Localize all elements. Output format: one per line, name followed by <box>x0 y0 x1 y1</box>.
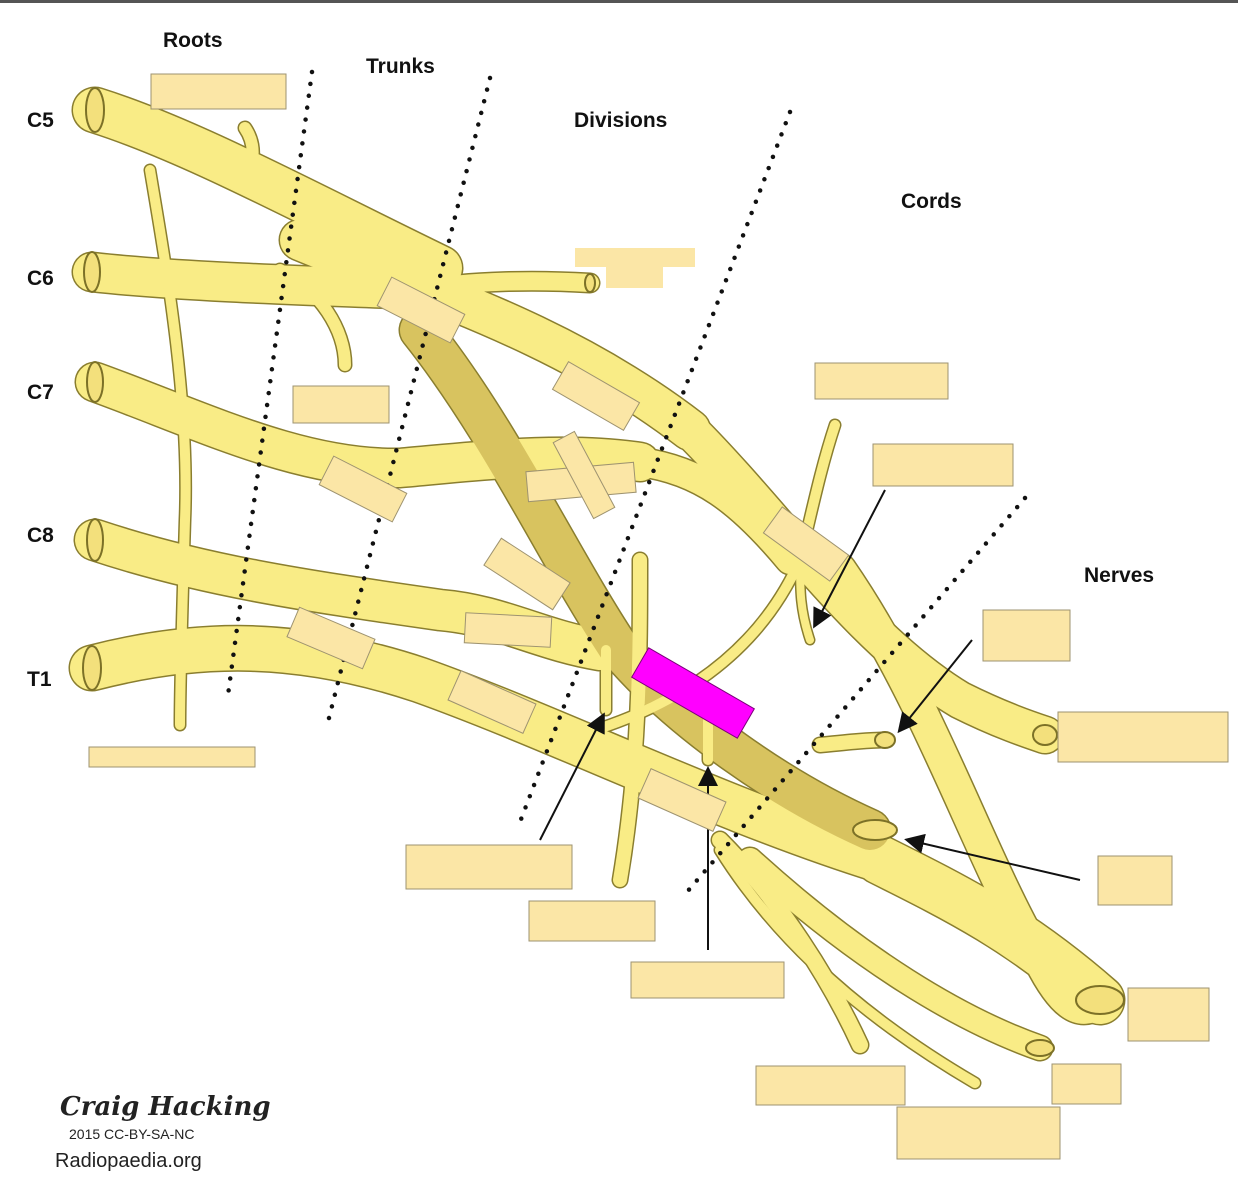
header-trunks: Trunks <box>366 55 435 78</box>
label-box[interactable] <box>1057 711 1229 763</box>
nerve-endcap <box>584 273 596 293</box>
label-box[interactable] <box>376 276 466 344</box>
header-divisions: Divisions <box>574 109 667 132</box>
label-box[interactable] <box>814 362 949 400</box>
pointer-arrow <box>813 489 886 629</box>
boundary-dotted-lines <box>225 69 1028 895</box>
label-box[interactable] <box>762 506 850 582</box>
label-box[interactable] <box>463 612 553 648</box>
label-box[interactable] <box>1127 987 1210 1042</box>
root-label-t1: T1 <box>27 668 52 691</box>
header-nerves: Nerves <box>1084 564 1154 587</box>
highlighted-label-box[interactable] <box>630 647 756 739</box>
header-cords: Cords <box>901 190 962 213</box>
pointer-arrow <box>897 639 973 734</box>
label-box[interactable] <box>405 844 573 890</box>
nerve-long-thoracic <box>145 165 191 730</box>
pointer-arrow <box>539 712 605 841</box>
label-box[interactable] <box>528 900 656 942</box>
nerve-endcap <box>874 731 896 749</box>
nerve-thoracodorsal <box>613 553 647 887</box>
label-box[interactable] <box>447 670 537 734</box>
header-roots: Roots <box>163 29 223 52</box>
nerve-endcap <box>86 518 104 562</box>
label-box[interactable] <box>286 606 376 670</box>
nerve-dorsal-scapular <box>234 122 259 186</box>
label-box[interactable] <box>1097 855 1173 906</box>
label-box[interactable] <box>292 385 390 424</box>
label-box[interactable] <box>896 1106 1061 1160</box>
nerve-endcap <box>86 361 104 403</box>
nerve-endcap <box>1032 724 1058 746</box>
nerve-endcap <box>83 251 101 293</box>
pointer-arrow <box>904 833 1081 881</box>
nerve-root-t1 <box>70 626 902 882</box>
dotline-trunks-divisions <box>325 75 493 725</box>
dotline-cords-nerves <box>684 495 1028 895</box>
credit-license: 2015 CC-BY-SA-NC <box>69 1126 195 1142</box>
credit-author: Craig Hacking <box>60 1092 271 1122</box>
nerve-median <box>824 554 1116 1024</box>
label-boxes[interactable] <box>88 73 1229 1160</box>
nerve-endcap <box>82 645 102 691</box>
label-box[interactable] <box>630 961 785 999</box>
root-label-c6: C6 <box>27 267 54 290</box>
nerve-medial-cutaneous-forearm <box>715 845 980 1088</box>
root-label-c8: C8 <box>27 524 54 547</box>
nerve-endcap <box>852 819 898 841</box>
label-box[interactable] <box>483 537 571 611</box>
root-label-c5: C5 <box>27 109 54 132</box>
label-box[interactable] <box>606 267 663 288</box>
nerve-upper-trunk <box>280 220 710 450</box>
label-box[interactable] <box>150 73 287 110</box>
credit-site[interactable]: Radiopaedia.org <box>55 1150 202 1172</box>
label-box[interactable] <box>318 455 408 523</box>
label-box[interactable] <box>637 768 727 832</box>
label-box[interactable] <box>551 360 641 432</box>
nerve-pectoral-twig <box>796 556 814 644</box>
label-box[interactable] <box>88 746 256 768</box>
label-box[interactable] <box>982 609 1071 662</box>
root-label-c7: C7 <box>27 381 54 404</box>
label-box[interactable] <box>552 430 616 520</box>
label-box[interactable] <box>872 443 1014 487</box>
label-box[interactable] <box>1051 1063 1122 1105</box>
nerve-endcap <box>85 87 105 133</box>
nerve-paths <box>68 86 1126 1090</box>
nerve-subclavius <box>274 264 351 371</box>
pointer-arrows <box>539 489 1081 950</box>
nerve-ulnar <box>856 836 1124 1024</box>
top-border <box>0 0 1238 3</box>
nerve-endcap <box>1025 1039 1055 1057</box>
nerve-lateral-pectoral-loop <box>555 420 840 745</box>
label-box[interactable] <box>755 1065 906 1106</box>
label-box[interactable] <box>575 248 695 267</box>
nerve-endcap <box>1075 985 1125 1015</box>
nerve-median-medial-root <box>738 848 1052 1060</box>
nerve-posterior-cord <box>400 310 890 850</box>
